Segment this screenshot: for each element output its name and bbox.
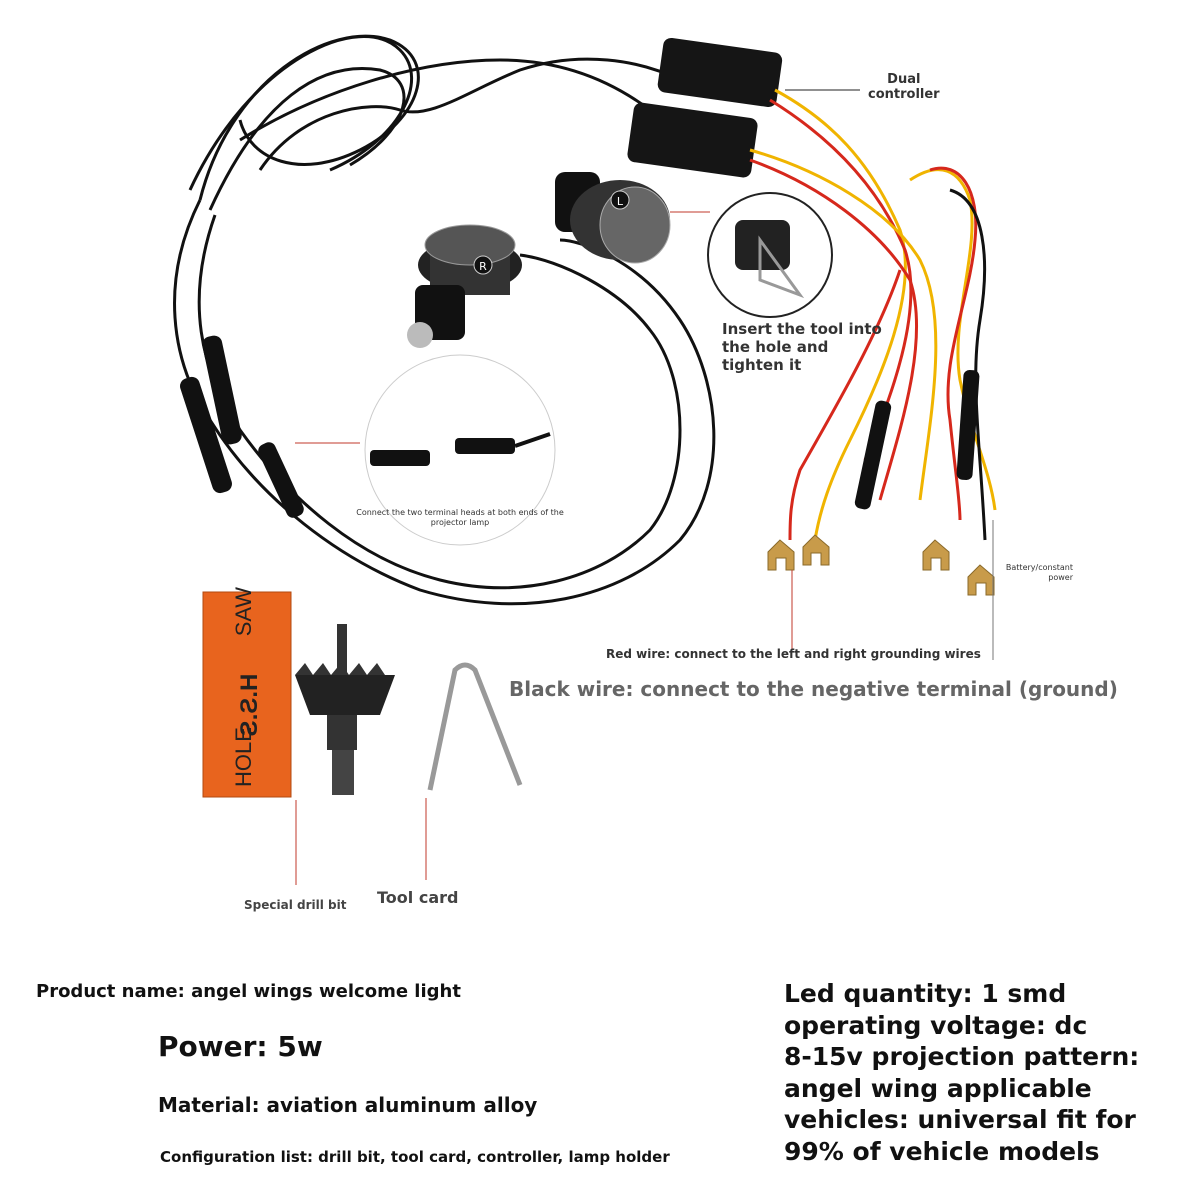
label-dual-controller: Dual controller [868, 72, 940, 102]
spade-terminals [767, 534, 995, 596]
dual-controller [627, 37, 783, 178]
label-connect-heads: Connect the two terminal heads at both e… [356, 508, 564, 527]
label-insert-tool: Insert the tool into the hole and tighte… [722, 320, 882, 374]
colored-wires [749, 88, 997, 541]
spec-led-quantity: Led quantity: 1 smd [784, 979, 1067, 1008]
label-tool-card: Tool card [377, 888, 459, 907]
coiled-cable [188, 34, 681, 211]
drill-bit [295, 624, 395, 795]
package-line2: SAW [231, 587, 256, 637]
label-black-wire: Black wire: connect to the negative term… [509, 677, 1118, 701]
spec-vehicles: vehicles: universal fit for [784, 1105, 1136, 1134]
lamp-mark-r: R [479, 260, 487, 273]
spec-material: Material: aviation aluminum alloy [158, 1093, 538, 1117]
inline-connectors [180, 335, 304, 518]
package-text: HOLE SAW H.S.S [200, 587, 293, 796]
hole-saw-package [202, 591, 292, 798]
spec-power: Power: 5w [158, 1030, 323, 1063]
spec-voltage: operating voltage: dc [784, 1010, 1088, 1040]
spec-right-block: Led quantity: 1 smd operating voltage: d… [784, 978, 1139, 1167]
spec-product-name: Product name: angel wings welcome light [36, 981, 461, 1002]
tool-card [427, 662, 523, 791]
spec-pattern: angel wing applicable [784, 1073, 1092, 1103]
spec-voltage-range: 8-15v projection pattern: [784, 1042, 1140, 1071]
projector-lamp-right: L [555, 172, 671, 264]
projector-lamp-left: R [407, 224, 522, 348]
package-line3: H.S.S [236, 673, 263, 737]
lamp-mark-l: L [617, 195, 624, 208]
label-red-wire: Red wire: connect to the left and right … [606, 647, 981, 661]
spec-config: Configuration list: drill bit, tool card… [160, 1148, 670, 1166]
inset-tool-insert [670, 192, 833, 318]
label-drill-bit: Special drill bit [244, 898, 347, 912]
inset-terminal-heads [295, 354, 556, 546]
fuse-holders [854, 369, 980, 510]
callout-lines [295, 89, 994, 885]
spec-fit: 99% of vehicle models [784, 1136, 1100, 1166]
label-battery: Battery/constant power [1005, 563, 1073, 582]
product-illustration: R L [173, 34, 997, 885]
